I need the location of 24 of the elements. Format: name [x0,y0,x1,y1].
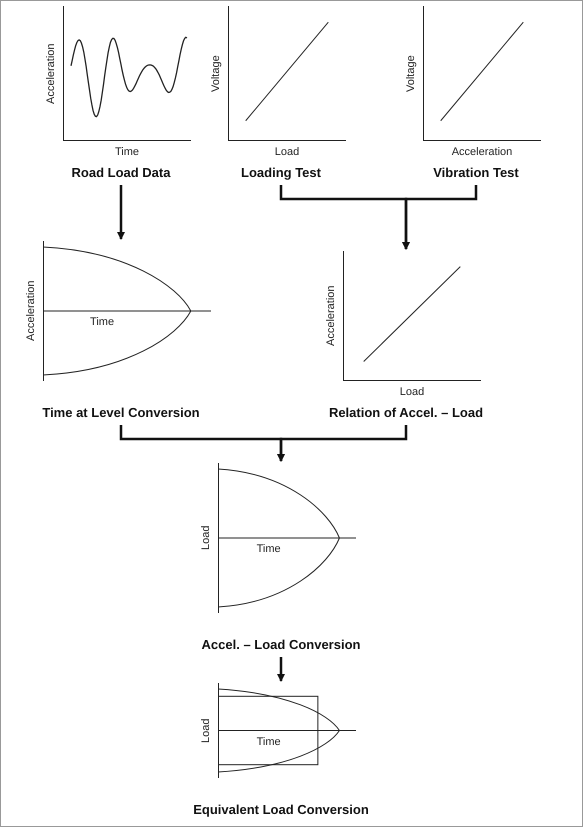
chart-caption: Road Load Data [70,165,172,180]
axis-label: Acceleration [450,146,514,158]
arrow [277,425,408,462]
axis-label: Acceleration [45,42,57,106]
chart-caption: Accel. – Load Conversion [200,637,362,652]
arrow [117,185,125,240]
axis-label: Time [114,146,140,158]
axis-label: Acceleration [325,284,337,348]
axis-label: Acceleration [25,280,37,344]
axis-label: Voltage [210,54,222,94]
axis-label: Voltage [405,54,417,94]
axis-label: Time [256,736,281,748]
axis-label: Load [200,524,212,552]
axis-label: Time [90,316,114,328]
arrow [277,657,285,682]
axis-label: Time [256,543,281,555]
axis-label: Load [274,146,300,158]
axis-label: Load [398,386,426,398]
chart-caption: Relation of Accel. – Load [328,405,484,420]
chart-caption: Time at Level Conversion [41,405,201,420]
chart-caption: Vibration Test [432,165,520,180]
chart-caption: Equivalent Load Conversion [192,802,370,817]
arrow [402,185,478,250]
axis-label: Load [200,717,212,745]
